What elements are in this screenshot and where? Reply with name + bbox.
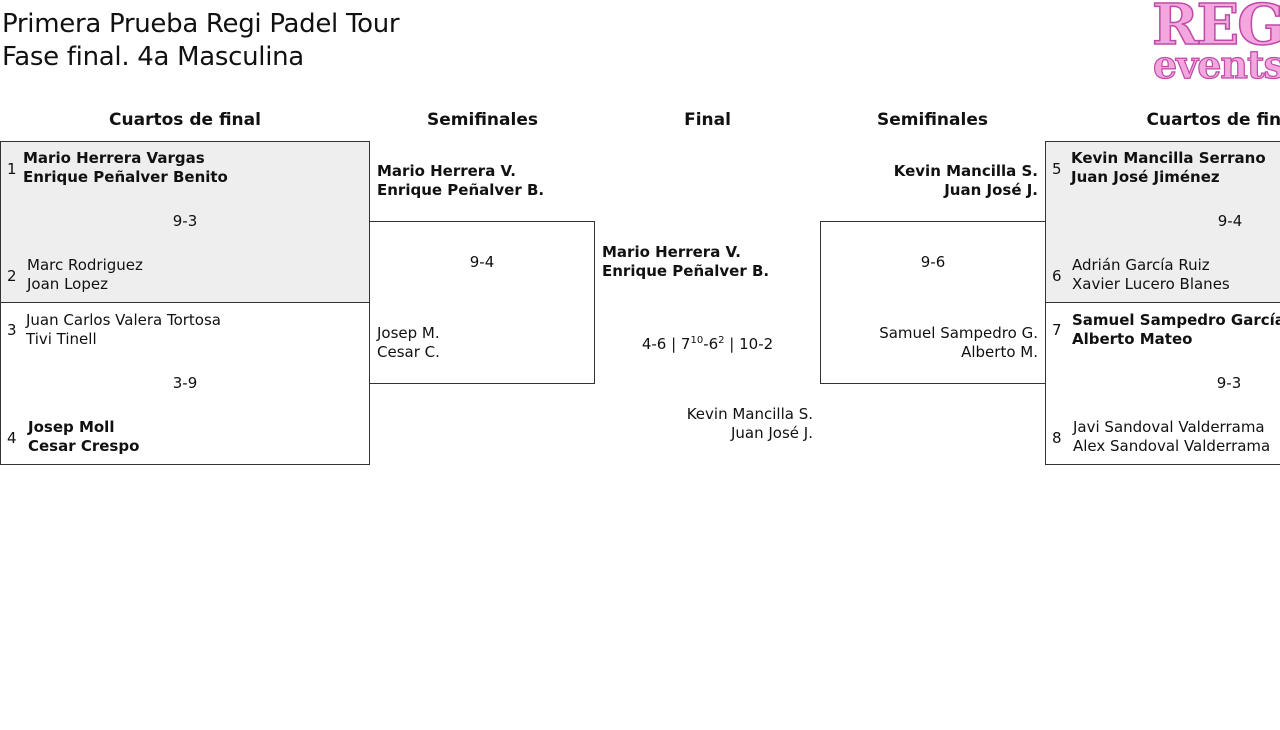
player-name: Samuel Sampedro García xyxy=(1072,311,1280,329)
player-name: Javi Sandoval Valderrama xyxy=(1073,418,1265,436)
player-name: Mario Herrera Vargas xyxy=(23,149,205,167)
column-header-final: Final xyxy=(684,110,731,130)
quarterfinal-match-3 xyxy=(1045,141,1280,303)
column-header-qf-left: Cuartos de final xyxy=(109,110,261,130)
final-set2-a-tiebreak: 10 xyxy=(690,335,704,346)
page-title: Primera Prueba Regi Padel Tour Fase fina… xyxy=(2,8,400,74)
seed-number: 3 xyxy=(7,321,17,339)
player-name: Alberto Mateo xyxy=(1072,330,1193,348)
column-header-sf-right: Semifinales xyxy=(877,110,988,130)
qf4-team2: Javi Sandoval Valderrama Alex Sandoval V… xyxy=(1073,418,1270,456)
player-name: Xavier Lucero Blanes xyxy=(1072,275,1230,293)
player-name: Enrique Peñalver Benito xyxy=(23,168,228,186)
player-name: Enrique Peñalver B. xyxy=(602,262,770,280)
seed-number: 1 xyxy=(7,160,17,178)
player-name: Mario Herrera V. xyxy=(602,243,741,261)
final-set1: 4-6 | xyxy=(641,335,681,353)
final-team2: Kevin Mancilla S. Juan José J. xyxy=(595,405,813,443)
logo-text-bottom: events xyxy=(1152,41,1280,87)
column-header-sf-left: Semifinales xyxy=(427,110,538,130)
sf-left-team1: Mario Herrera V. Enrique Peñalver B. xyxy=(377,162,544,200)
qf2-team2: Josep Moll Cesar Crespo xyxy=(28,418,139,456)
seed-number: 7 xyxy=(1052,321,1062,339)
qf3-team2: Adrián García Ruiz Xavier Lucero Blanes xyxy=(1072,256,1230,294)
player-name: Marc Rodriguez xyxy=(27,256,143,274)
final-score: 4-6 | 710-62 | 10-2 xyxy=(595,335,820,354)
seed-number: 2 xyxy=(7,267,17,285)
player-name: Kevin Mancilla S. xyxy=(893,162,1038,180)
player-name: Mario Herrera V. xyxy=(377,162,516,180)
sf-right-team2: Samuel Sampedro G. Alberto M. xyxy=(820,324,1038,362)
player-name: Alberto M. xyxy=(961,343,1038,361)
title-line-1: Primera Prueba Regi Padel Tour xyxy=(2,9,400,39)
player-name: Josep Moll xyxy=(28,418,115,436)
player-name: Samuel Sampedro G. xyxy=(879,324,1038,342)
player-name: Juan Carlos Valera Tortosa xyxy=(26,311,221,329)
player-name: Enrique Peñalver B. xyxy=(377,181,545,199)
sf-right-team1: Kevin Mancilla S. Juan José J. xyxy=(820,162,1038,200)
quarterfinal-match-1 xyxy=(0,141,370,303)
player-name: Tivi Tinell xyxy=(26,330,97,348)
seed-number: 6 xyxy=(1052,267,1062,285)
quarterfinal-match-4 xyxy=(1045,302,1280,465)
seed-number: 5 xyxy=(1052,160,1062,178)
title-line-2: Fase final. 4a Masculina xyxy=(2,42,304,72)
final-set2-b: -6 xyxy=(703,335,719,353)
qf2-team1: Juan Carlos Valera Tortosa Tivi Tinell xyxy=(26,311,221,349)
qf3-team1: Kevin Mancilla Serrano Juan José Jiménez xyxy=(1071,149,1266,187)
regi-events-logo: REGI events xyxy=(1151,0,1280,88)
qf1-team2: Marc Rodriguez Joan Lopez xyxy=(27,256,143,294)
final-set2-b-tiebreak: 2 xyxy=(718,335,725,346)
player-name: Josep M. xyxy=(377,324,440,342)
match-score: 9-3 xyxy=(172,212,198,230)
final-set3: | 10-2 xyxy=(724,335,774,353)
player-name: Adrián García Ruiz xyxy=(1072,256,1210,274)
seed-number: 8 xyxy=(1052,429,1062,447)
final-team1: Mario Herrera V. Enrique Peñalver B. xyxy=(602,243,769,281)
player-name: Kevin Mancilla Serrano xyxy=(1071,149,1266,167)
column-header-qf-right: Cuartos de final xyxy=(1146,110,1280,130)
player-name: Kevin Mancilla S. xyxy=(686,405,813,423)
qf4-team1: Samuel Sampedro García Alberto Mateo xyxy=(1072,311,1280,349)
final-set2-a: 7 xyxy=(680,335,691,353)
match-score: 3-9 xyxy=(172,374,198,392)
player-name: Juan José J. xyxy=(730,424,813,442)
match-score: 9-6 xyxy=(920,253,946,271)
player-name: Alex Sandoval Valderrama xyxy=(1073,437,1271,455)
qf1-team1: Mario Herrera Vargas Enrique Peñalver Be… xyxy=(23,149,228,187)
player-name: Juan José J. xyxy=(944,181,1038,199)
sf-left-team2: Josep M. Cesar C. xyxy=(377,324,440,362)
player-name: Cesar Crespo xyxy=(28,437,140,455)
match-score: 9-4 xyxy=(469,253,495,271)
player-name: Cesar C. xyxy=(377,343,440,361)
player-name: Juan José Jiménez xyxy=(1071,168,1220,186)
match-score: 9-4 xyxy=(1217,212,1243,230)
seed-number: 4 xyxy=(7,429,17,447)
logo-text-top: REGI xyxy=(1151,0,1280,59)
match-score: 9-3 xyxy=(1216,374,1242,392)
semifinal-match-left xyxy=(369,221,595,384)
player-name: Joan Lopez xyxy=(27,275,108,293)
